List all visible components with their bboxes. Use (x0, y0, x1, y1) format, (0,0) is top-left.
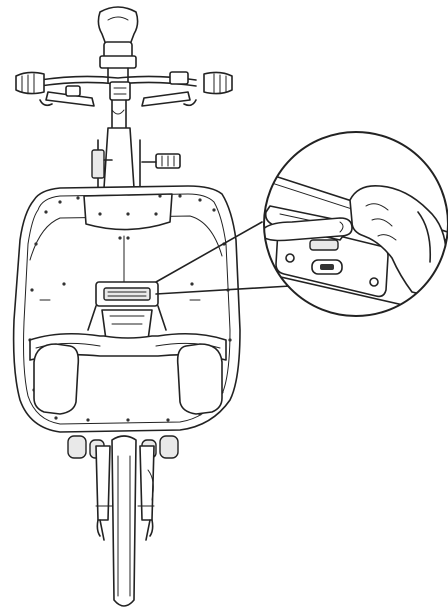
callout-connector (155, 221, 291, 295)
stem-frame (91, 99, 141, 191)
left-seat-pad (33, 343, 80, 415)
pedal (141, 153, 181, 169)
right-seat-pad (176, 343, 223, 415)
seat-clamp (99, 55, 137, 83)
right-grip (203, 71, 233, 95)
right-brake-lever (141, 71, 197, 107)
front-panel (83, 193, 173, 231)
front-wheel (111, 435, 137, 607)
hand (264, 184, 447, 301)
battery-bay (87, 281, 167, 341)
detail-magnifier (263, 131, 448, 317)
kickstand (95, 505, 155, 541)
saddle (97, 6, 139, 59)
seat-bench (29, 332, 227, 361)
charging-port (311, 259, 343, 275)
display-unit (109, 81, 131, 101)
left-brake-lever (39, 85, 95, 107)
fork (95, 445, 155, 537)
left-grip (15, 71, 45, 95)
